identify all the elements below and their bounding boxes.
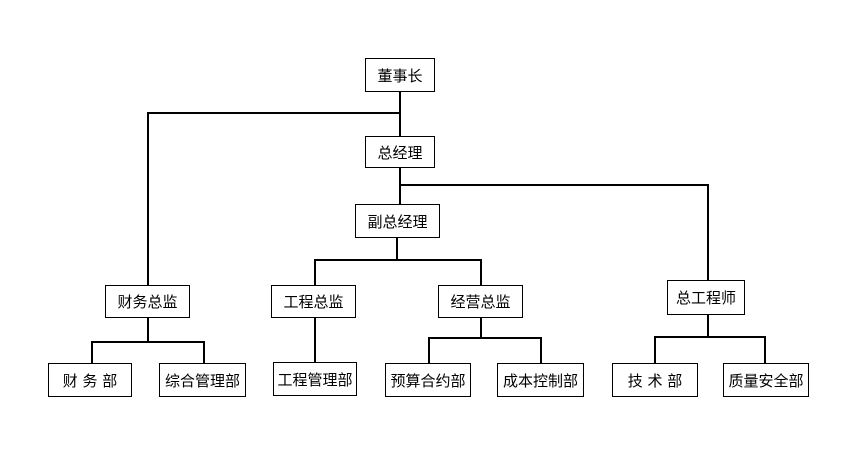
chairman-box: 董事长	[365, 58, 435, 92]
engineering-mgmt-dept-box: 工程管理部	[273, 362, 357, 396]
connector-line	[396, 238, 398, 260]
deputy-general-manager-box: 副总经理	[355, 204, 440, 238]
connector-line	[147, 112, 401, 114]
engineering-director-box: 工程总监	[271, 285, 356, 318]
connector-line	[399, 184, 709, 186]
budget-contract-dept-box: 预算合约部	[385, 363, 471, 397]
operations-director-box: 经营总监	[438, 285, 523, 318]
connector-line	[203, 341, 205, 363]
chief-engineer-box: 总工程师	[667, 280, 745, 315]
connector-line	[654, 336, 766, 338]
connector-line	[147, 318, 149, 342]
connector-line	[480, 259, 482, 285]
connector-line	[147, 112, 149, 286]
connector-line	[91, 341, 93, 363]
technical-dept-box: 技 术 部	[612, 363, 698, 397]
connector-line	[314, 318, 316, 362]
connector-line	[480, 318, 482, 338]
connector-line	[314, 259, 316, 285]
connector-line	[91, 341, 205, 343]
connector-line	[314, 259, 482, 261]
cost-control-dept-box: 成本控制部	[497, 363, 584, 397]
finance-dept-box: 财 务 部	[48, 363, 132, 397]
general-manager-box: 总经理	[365, 136, 435, 168]
connector-line	[399, 168, 401, 204]
connector-line	[764, 336, 766, 363]
connector-line	[428, 337, 430, 363]
connector-line	[654, 336, 656, 363]
general-admin-dept-box: 综合管理部	[159, 363, 246, 397]
connector-line	[428, 337, 542, 339]
finance-director-box: 财务总监	[105, 285, 190, 318]
quality-safety-dept-box: 质量安全部	[723, 363, 809, 397]
connector-line	[707, 315, 709, 337]
connector-line	[707, 184, 709, 280]
connector-line	[540, 337, 542, 363]
connector-line	[399, 92, 401, 136]
